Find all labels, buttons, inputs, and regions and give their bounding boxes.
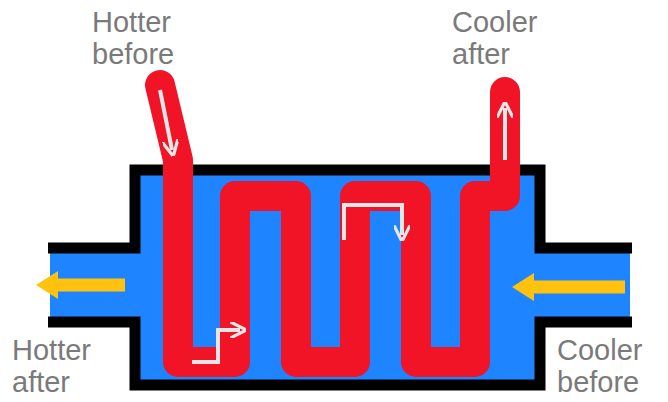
flow-label: Cooler after (452, 6, 537, 70)
hot-tube (160, 85, 505, 362)
flow-arrow (344, 205, 402, 240)
flow-arrow (192, 330, 240, 362)
coolant-arrow (55, 279, 125, 292)
flow-label: Cooler before (557, 334, 642, 398)
flow-label: Hotter after (12, 334, 91, 398)
coolant-arrow (512, 273, 534, 301)
flow-arrow (503, 108, 507, 160)
coolant-arrow (36, 271, 58, 299)
flow-arrow (160, 90, 172, 150)
flow-label: Hotter before (92, 6, 174, 70)
coolant-arrow (528, 281, 625, 294)
